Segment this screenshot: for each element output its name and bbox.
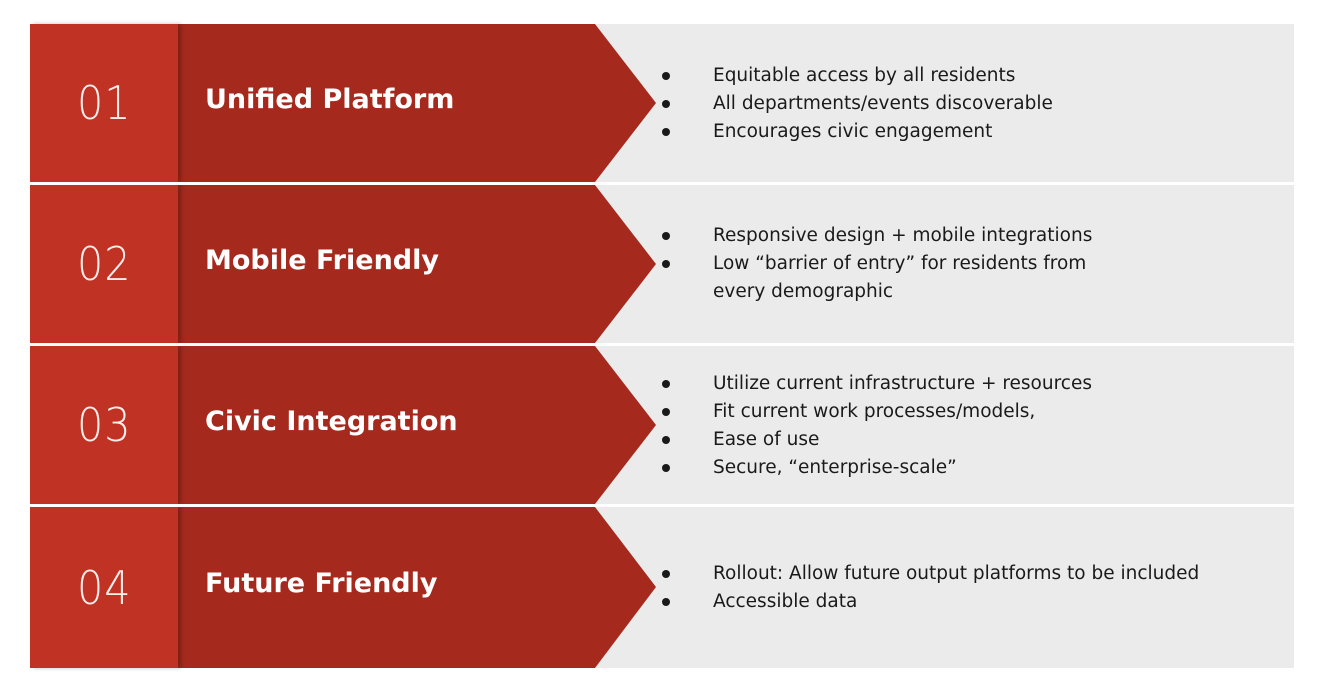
bullet-dot-icon <box>662 260 670 268</box>
bullet-list: Responsive design + mobile integrations … <box>662 222 1132 306</box>
bullet-dot-icon <box>662 380 670 388</box>
bullet-dot-icon <box>662 436 670 444</box>
bullet-dot-icon <box>662 408 670 416</box>
bullet-dot-icon <box>662 100 670 108</box>
bullet-item: Rollout: Allow future output platforms t… <box>662 560 1222 588</box>
bullet-dot-icon <box>662 598 670 606</box>
feature-row-future-friendly: 04 Future Friendly Rollout: Allow future… <box>30 507 1294 668</box>
row-number: 04 <box>76 560 132 615</box>
number-block: 02 <box>30 185 178 343</box>
feature-row-civic-integration: 03 Civic Integration Utilize current inf… <box>30 346 1294 504</box>
bullet-item: All departments/events discoverable <box>662 90 1222 118</box>
bullet-text: Fit current work processes/models, <box>713 401 1036 422</box>
bullet-item: Low “barrier of entry” for residents fro… <box>662 250 1132 306</box>
bullet-item: Secure, “enterprise-scale” <box>662 454 1222 482</box>
feature-row-mobile-friendly: 02 Mobile Friendly Responsive design + m… <box>30 185 1294 343</box>
number-block: 01 <box>30 24 178 182</box>
bullet-dot-icon <box>662 128 670 136</box>
bullet-item: Accessible data <box>662 588 1222 616</box>
bullet-item: Responsive design + mobile integrations <box>662 222 1132 250</box>
row-divider <box>30 182 1294 185</box>
row-title: Mobile Friendly <box>205 244 439 276</box>
bullet-text: Accessible data <box>713 591 858 612</box>
bullet-text: Secure, “enterprise-scale” <box>713 457 957 478</box>
number-block: 04 <box>30 507 178 668</box>
bullet-text: Equitable access by all residents <box>713 65 1016 86</box>
bullet-dot-icon <box>662 72 670 80</box>
bullet-text: Rollout: Allow future output platforms t… <box>713 563 1200 584</box>
bullet-dot-icon <box>662 570 670 578</box>
feature-row-unified-platform: 01 Unified Platform Equitable access by … <box>30 24 1294 182</box>
bullet-list: Utilize current infrastructure + resourc… <box>662 370 1222 482</box>
row-number: 01 <box>76 76 132 130</box>
bullet-text: Utilize current infrastructure + resourc… <box>713 373 1092 394</box>
bullet-text: Ease of use <box>713 429 820 450</box>
row-divider <box>30 343 1294 346</box>
bullet-text: All departments/events discoverable <box>713 93 1053 114</box>
row-number: 03 <box>76 398 132 452</box>
bullet-list: Equitable access by all residents All de… <box>662 62 1222 146</box>
bullet-text: Responsive design + mobile integrations <box>713 225 1093 246</box>
bullet-item: Encourages civic engagement <box>662 118 1222 146</box>
bullet-item: Fit current work processes/models, <box>662 398 1222 426</box>
feature-list: 01 Unified Platform Equitable access by … <box>30 24 1294 668</box>
bullet-dot-icon <box>662 464 670 472</box>
bullet-item: Utilize current infrastructure + resourc… <box>662 370 1222 398</box>
bullet-list: Rollout: Allow future output platforms t… <box>662 560 1222 616</box>
row-title: Civic Integration <box>205 405 458 437</box>
row-title: Unified Platform <box>205 83 455 115</box>
number-block: 03 <box>30 346 178 504</box>
bullet-text: Encourages civic engagement <box>713 121 993 142</box>
bullet-item: Ease of use <box>662 426 1222 454</box>
bullet-dot-icon <box>662 232 670 240</box>
row-divider <box>30 504 1294 507</box>
bullet-item: Equitable access by all residents <box>662 62 1222 90</box>
row-title: Future Friendly <box>205 568 438 599</box>
row-number: 02 <box>76 237 132 291</box>
bullet-text: Low “barrier of entry” for residents fro… <box>713 253 1087 302</box>
